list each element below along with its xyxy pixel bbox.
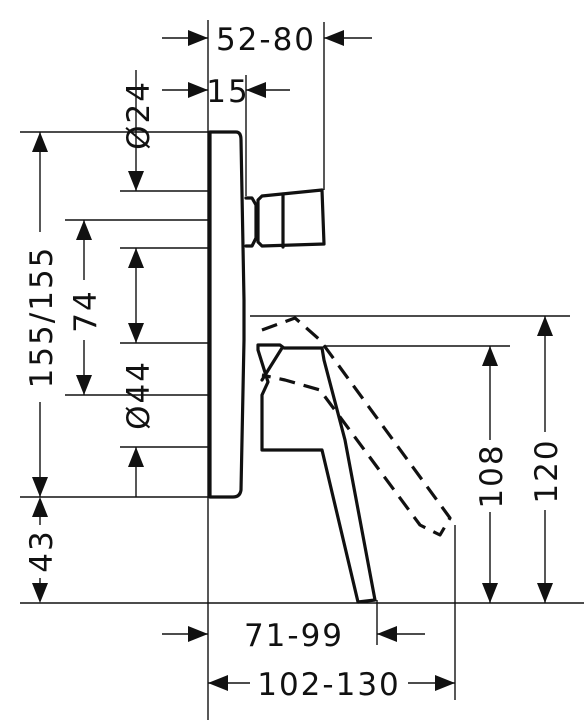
dim-lever-height-high: 120 — [529, 438, 565, 503]
dimension-lines — [32, 30, 553, 691]
dim-diameter-small: Ø24 — [121, 80, 157, 150]
dim-lever-height-low: 108 — [474, 443, 510, 508]
dim-lever-reach-short: 71-99 — [244, 618, 344, 654]
dim-depth-total: 52-80 — [216, 22, 316, 58]
dim-offset-74: 74 — [68, 289, 104, 332]
dim-lever-reach-long: 102-130 — [257, 667, 401, 703]
cover-plate — [208, 130, 246, 499]
extension-lines — [20, 20, 584, 720]
mixer-body — [208, 130, 452, 604]
dimension-labels: 52-80 15 Ø24 155/155 74 Ø44 43 108 120 7… — [24, 22, 565, 703]
lever-dashed — [261, 316, 452, 537]
dim-height-total: 155/155 — [24, 246, 60, 389]
lever-solid — [256, 343, 377, 604]
dim-diameter-large: Ø44 — [121, 360, 157, 430]
dim-depth-plate: 15 — [206, 74, 249, 110]
diverter-stub — [244, 188, 326, 249]
dim-bottom-offset: 43 — [24, 529, 60, 572]
